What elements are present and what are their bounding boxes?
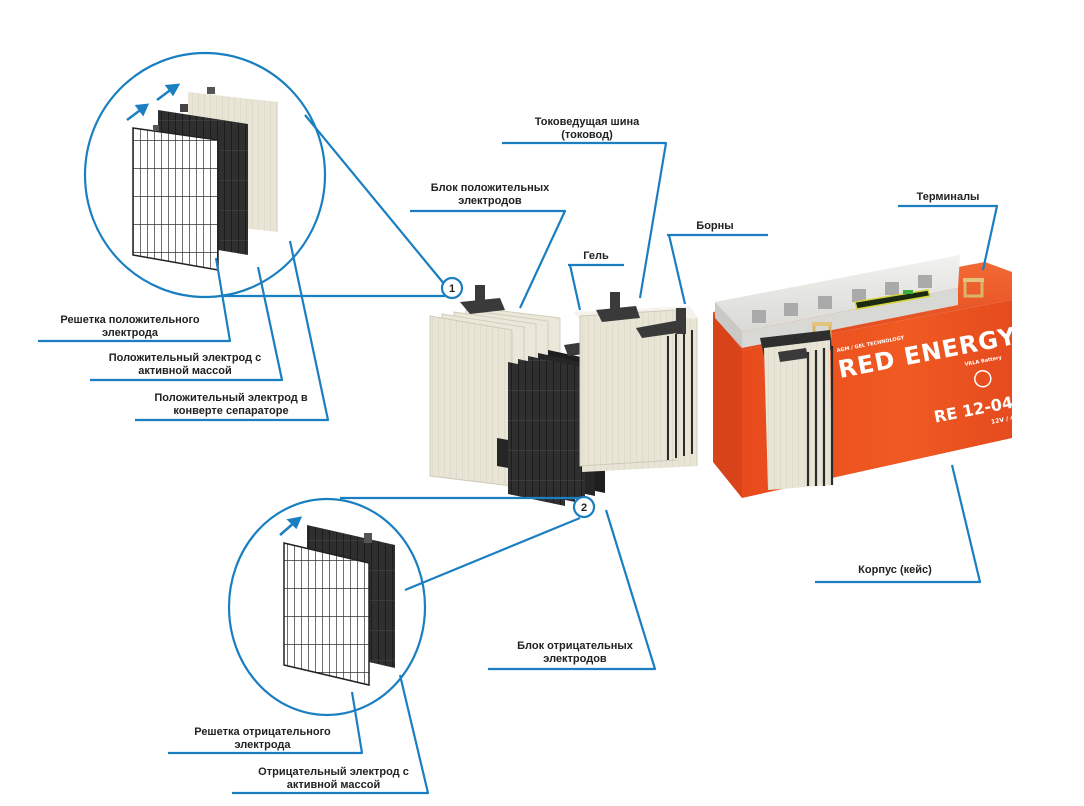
label-current-bus: Токоведущая шина (токовод) [522, 116, 652, 142]
label-positive-block: Блок положительных электродов [420, 182, 560, 208]
leader-poles [667, 233, 768, 305]
label-line: активной массой [286, 779, 381, 791]
label-line: Блок отрицательных [517, 640, 633, 652]
label-line: Корпус (кейс) [858, 564, 932, 576]
leader-positive-active [90, 266, 284, 382]
badge-1: 1 [440, 276, 464, 300]
label-line: электрода [234, 739, 291, 751]
label-negative-grid: Решетка отрицательного электрода [180, 726, 345, 752]
assembly-arrow-icon [279, 516, 303, 536]
label-negative-active: Отрицательный электрод с активной массой [246, 766, 421, 792]
assembly-arrow-icon [126, 83, 181, 121]
label-line: Терминалы [916, 191, 980, 203]
globe-icon [974, 370, 992, 388]
negative-electrode-detail [227, 497, 427, 717]
gel-electrode-assembly [574, 292, 698, 472]
label-terminals: Терминалы [908, 191, 988, 204]
pole-connector [596, 292, 686, 338]
positive-electrode-block [429, 285, 605, 506]
leader-positive-block [410, 209, 567, 309]
positive-electrode-detail [83, 51, 327, 299]
leader-gel [568, 263, 624, 311]
leader-negative-active [232, 674, 430, 795]
label-line: (токовод) [561, 129, 613, 141]
detail-circle-2 [227, 497, 427, 717]
label-line: Положительный электрод в [154, 392, 308, 404]
label-line: Токоведущая шина [534, 116, 640, 128]
battery-lid [715, 255, 960, 348]
label-gel: Гель [576, 250, 616, 263]
label-line: Решетка отрицательного [194, 726, 331, 738]
leader-positive-grid [38, 257, 232, 343]
plate-edges [667, 330, 693, 460]
label-line: активной массой [138, 365, 232, 377]
label-positive-active: Положительный электрод с активной массой [100, 352, 270, 378]
label-line: конверте сепараторе [173, 405, 289, 417]
leader-negative-grid [168, 691, 364, 755]
label-line: электродов [458, 195, 522, 207]
label-line: электрода [101, 327, 159, 339]
badge-1-number: 1 [449, 283, 455, 295]
label-positive-grid: Решетка положительного электрода [50, 314, 210, 340]
label-line: Гель [583, 250, 609, 262]
label-poles: Борны [690, 220, 740, 233]
leader-case [815, 464, 982, 584]
current-bus-connector [460, 285, 505, 314]
label-case: Корпус (кейс) [840, 564, 950, 577]
leader-positive-separator [135, 240, 330, 422]
label-line: Положительный электрод с [108, 352, 262, 364]
label-line: Борны [696, 220, 734, 232]
label-positive-separator: Положительный электрод в конверте сепара… [146, 392, 316, 418]
leader-lines [38, 114, 999, 795]
leader-current-bus [502, 141, 668, 299]
leader-circle2-bottom [404, 516, 581, 592]
leader-circle1-top [304, 114, 446, 286]
negative-grid-plate [283, 542, 370, 686]
label-negative-block: Блок отрицательных электродов [500, 640, 650, 666]
label-line: Отрицательный электрод с [258, 766, 409, 778]
terminal-positive [963, 278, 984, 298]
label-line: Решетка положительного [60, 314, 200, 326]
detail-circle-1 [83, 51, 327, 299]
leader-terminals [898, 204, 999, 271]
battery-case: RED ENERGY AGM / GEL TECHNOLOGY VRLA Bat… [713, 255, 1024, 498]
badge-2-number: 2 [581, 502, 587, 514]
leader-negative-block [488, 509, 657, 671]
label-line: электродов [543, 653, 607, 665]
badge-2: 2 [572, 495, 596, 519]
case-cutaway [760, 330, 834, 490]
label-line: Блок положительных [430, 182, 550, 194]
positive-grid-plate [132, 125, 219, 271]
